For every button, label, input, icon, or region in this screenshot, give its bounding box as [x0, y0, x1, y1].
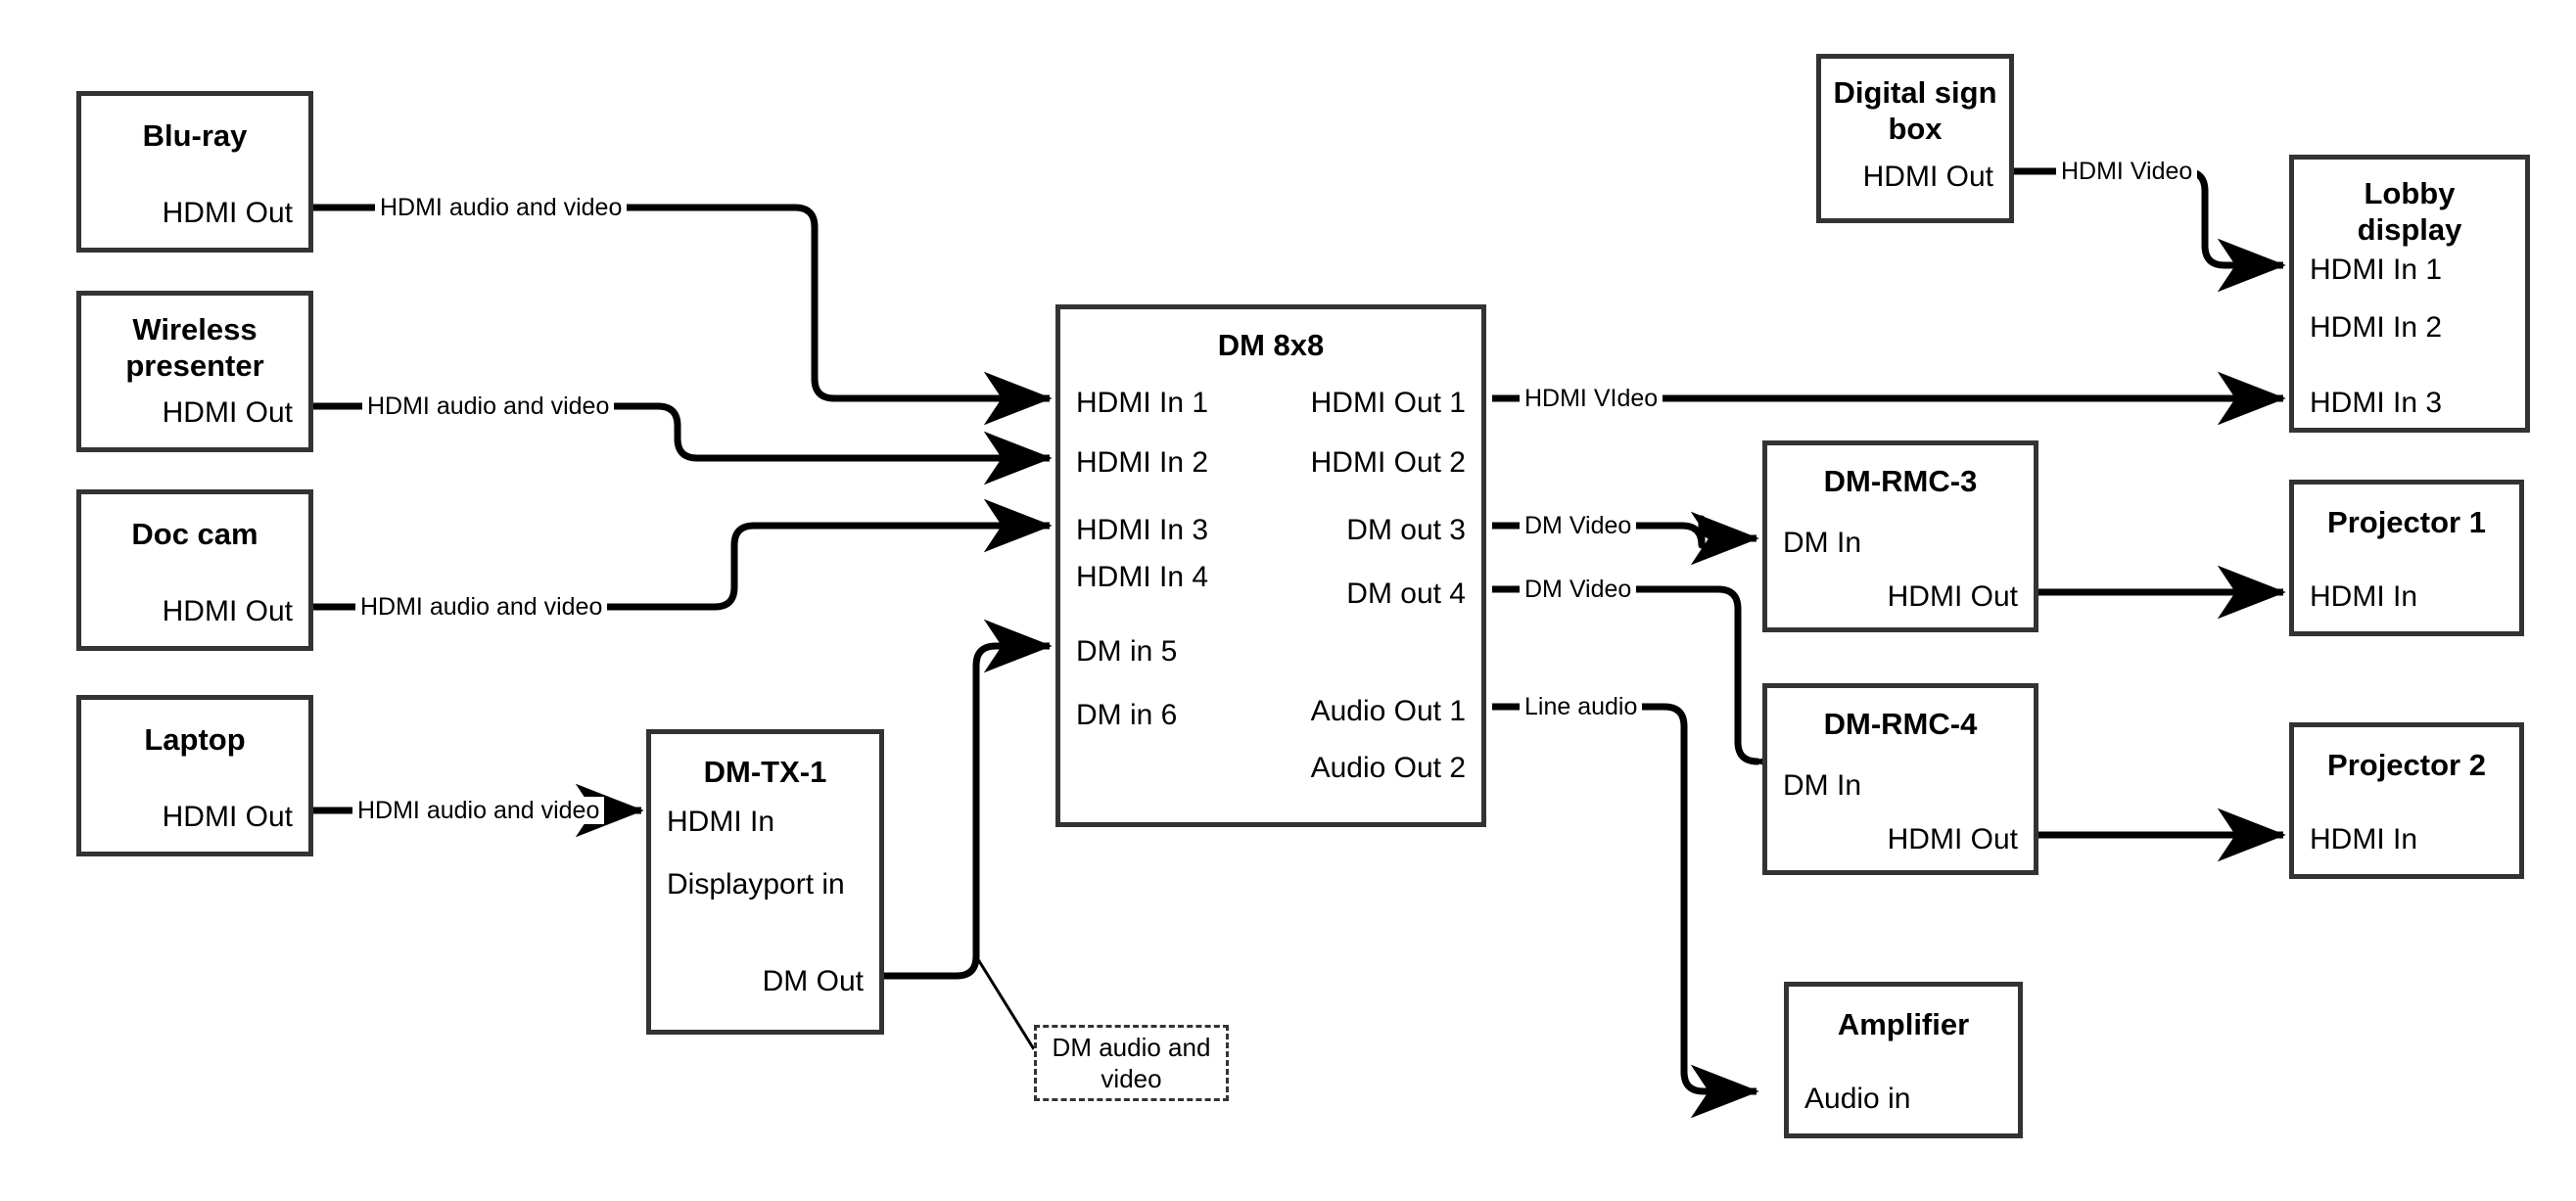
node-projector-1[interactable]: Projector 1 HDMI In [2289, 480, 2524, 636]
node-dm-rmc-3-title: DM-RMC-3 [1823, 464, 1978, 498]
node-wireless-presenter[interactable]: Wireless presenter HDMI Out [76, 291, 313, 452]
node-projector-1-port-hdmi-in[interactable]: HDMI In [2310, 580, 2418, 613]
node-wireless-presenter-title: Wireless presenter [125, 312, 264, 383]
node-dm-rmc-4-title: DM-RMC-4 [1823, 707, 1978, 741]
node-dm-8x8-input-5[interactable]: DM in 5 [1076, 635, 1178, 668]
wire-label-dm-out3-to-rmc3: DM Video [1520, 512, 1637, 539]
callout-dm-audio-and-video: DM audio and video [1034, 1025, 1229, 1101]
wire-bluray-to-dm-in1 [313, 204, 1053, 426]
node-dm-8x8-output-4[interactable]: DM out 4 [1346, 577, 1466, 610]
node-dm-8x8-title: DM 8x8 [1217, 328, 1325, 362]
callout-leader-line [974, 955, 1036, 1050]
node-dm-8x8-output-5[interactable]: Audio Out 1 [1310, 695, 1466, 727]
node-dm-tx-1-title: DM-TX-1 [703, 755, 827, 789]
node-doc-cam[interactable]: Doc cam HDMI Out [76, 489, 313, 651]
node-projector-1-title: Projector 1 [2327, 505, 2486, 539]
node-dm-8x8-input-1[interactable]: HDMI In 1 [1076, 387, 1209, 419]
node-bluray-title: Blu-ray [142, 118, 248, 153]
wire-label-dm-out1-to-lobby: HDMI VIdeo [1520, 385, 1663, 412]
node-laptop-title: Laptop [144, 722, 246, 757]
node-lobby-display[interactable]: Lobby display HDMI In 1 HDMI In 2 HDMI I… [2289, 155, 2530, 433]
node-dm-rmc-4-port-dm-in[interactable]: DM In [1783, 769, 1862, 802]
node-dm-rmc-4-port-hdmi-out[interactable]: HDMI Out [1887, 823, 2018, 855]
wire-label-dm-out4-to-rmc4: DM Video [1520, 576, 1637, 603]
node-projector-2-title: Projector 2 [2327, 748, 2486, 782]
wire-sign-to-lobby-in1 [2014, 167, 2286, 293]
node-lobby-display-input-3[interactable]: HDMI In 3 [2310, 387, 2443, 419]
node-dm-8x8-output-6[interactable]: Audio Out 2 [1310, 752, 1466, 784]
wire-dm-out4-to-rmc4 [1492, 585, 1823, 789]
node-dm-rmc-3-port-dm-in[interactable]: DM In [1783, 527, 1862, 559]
node-doc-cam-port-hdmi-out[interactable]: HDMI Out [162, 595, 293, 627]
node-lobby-display-input-1[interactable]: HDMI In 1 [2310, 254, 2443, 286]
node-dm-8x8-input-2[interactable]: HDMI In 2 [1076, 446, 1209, 479]
node-dm-rmc-3[interactable]: DM-RMC-3 DM In HDMI Out [1762, 440, 2038, 632]
node-projector-2-port-hdmi-in[interactable]: HDMI In [2310, 823, 2418, 855]
node-lobby-display-input-2[interactable]: HDMI In 2 [2310, 311, 2443, 344]
node-dm-tx-1[interactable]: DM-TX-1 HDMI In Displayport in DM Out [646, 729, 884, 1035]
node-amplifier-title: Amplifier [1837, 1007, 1970, 1041]
node-bluray[interactable]: Blu-ray HDMI Out [76, 91, 313, 253]
wire-label-wireless-to-dm: HDMI audio and video [362, 393, 615, 420]
node-wireless-presenter-port-hdmi-out[interactable]: HDMI Out [162, 396, 293, 429]
node-dm-tx-1-port-dm-out[interactable]: DM Out [762, 965, 864, 997]
node-dm-8x8-input-3[interactable]: HDMI In 3 [1076, 514, 1209, 546]
node-dm-8x8-input-4[interactable]: HDMI In 4 [1076, 561, 1209, 593]
node-doc-cam-title: Doc cam [131, 517, 258, 551]
node-dm-tx-1-port-displayport-in[interactable]: Displayport in [667, 868, 845, 901]
wire-label-doccam-to-dm: HDMI audio and video [355, 593, 608, 621]
node-dm-8x8-output-2[interactable]: HDMI Out 2 [1310, 446, 1466, 479]
node-lobby-display-title: Lobby display [2357, 176, 2462, 247]
node-laptop[interactable]: Laptop HDMI Out [76, 695, 313, 856]
wire-label-dm-audio-to-amp: Line audio [1520, 693, 1643, 720]
node-amplifier-port-audio-in[interactable]: Audio in [1804, 1083, 1911, 1115]
node-dm-rmc-4[interactable]: DM-RMC-4 DM In HDMI Out [1762, 683, 2038, 875]
node-digital-sign-box[interactable]: Digital sign box HDMI Out [1816, 54, 2014, 223]
wire-label-sign-to-lobby: HDMI Video [2056, 158, 2198, 185]
node-digital-sign-box-title: Digital sign box [1833, 75, 1997, 146]
node-dm-8x8-input-6[interactable]: DM in 6 [1076, 699, 1178, 731]
node-projector-2[interactable]: Projector 2 HDMI In [2289, 722, 2524, 879]
wire-label-bluray-to-dm: HDMI audio and video [375, 194, 628, 221]
node-digital-sign-box-port-hdmi-out[interactable]: HDMI Out [1862, 161, 1993, 193]
node-dm-tx-1-port-hdmi-in[interactable]: HDMI In [667, 806, 775, 838]
node-amplifier[interactable]: Amplifier Audio in [1784, 982, 2023, 1138]
wire-dmtx1-to-dm-in5 [884, 619, 1053, 980]
node-laptop-port-hdmi-out[interactable]: HDMI Out [162, 801, 293, 833]
node-dm-8x8-output-3[interactable]: DM out 3 [1346, 514, 1466, 546]
node-bluray-port-hdmi-out[interactable]: HDMI Out [162, 197, 293, 229]
wire-dm-audio-to-amplifier [1492, 703, 1759, 1119]
wire-label-laptop-to-dmtx1: HDMI audio and video [352, 797, 605, 824]
node-dm-rmc-3-port-hdmi-out[interactable]: HDMI Out [1887, 580, 2018, 613]
node-dm-8x8[interactable]: DM 8x8 HDMI In 1 HDMI In 2 HDMI In 3 HDM… [1055, 304, 1486, 827]
node-dm-8x8-output-1[interactable]: HDMI Out 1 [1310, 387, 1466, 419]
